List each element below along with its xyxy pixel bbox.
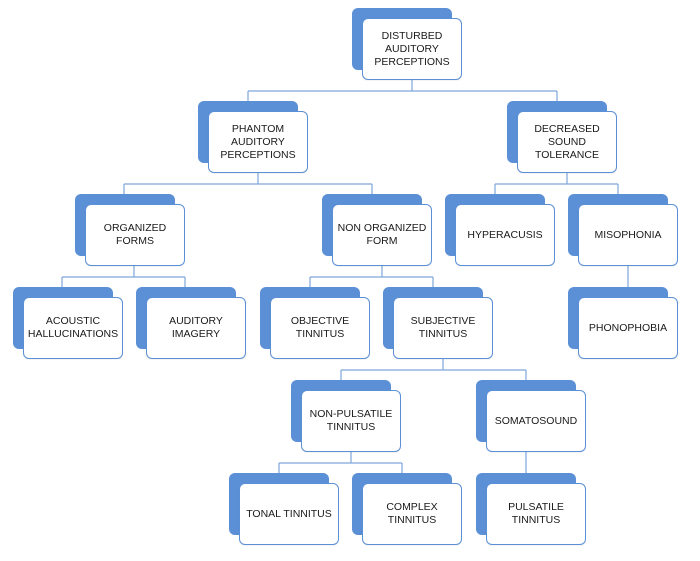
node-label: PULSATILE TINNITUS [486, 483, 586, 545]
node-label: DECREASED SOUND TOLERANCE [517, 111, 617, 173]
node-label: TONAL TINNITUS [239, 483, 339, 545]
node-label: HYPERACUSIS [455, 204, 555, 266]
node-label: ACOUSTIC HALLUCINATIONS [23, 297, 123, 359]
node-label: DISTURBED AUDITORY PERCEPTIONS [362, 18, 462, 80]
node-label: MISOPHONIA [578, 204, 678, 266]
node-label: AUDITORY IMAGERY [146, 297, 246, 359]
node-label: ORGANIZED FORMS [85, 204, 185, 266]
node-label: SUBJECTIVE TINNITUS [393, 297, 493, 359]
node-label: NON ORGANIZED FORM [332, 204, 432, 266]
node-label: OBJECTIVE TINNITUS [270, 297, 370, 359]
node-label: PHONOPHOBIA [578, 297, 678, 359]
node-label: COMPLEX TINNITUS [362, 483, 462, 545]
node-label: PHANTOM AUDITORY PERCEPTIONS [208, 111, 308, 173]
node-label: NON-PULSATILE TINNITUS [301, 390, 401, 452]
node-label: SOMATOSOUND [486, 390, 586, 452]
